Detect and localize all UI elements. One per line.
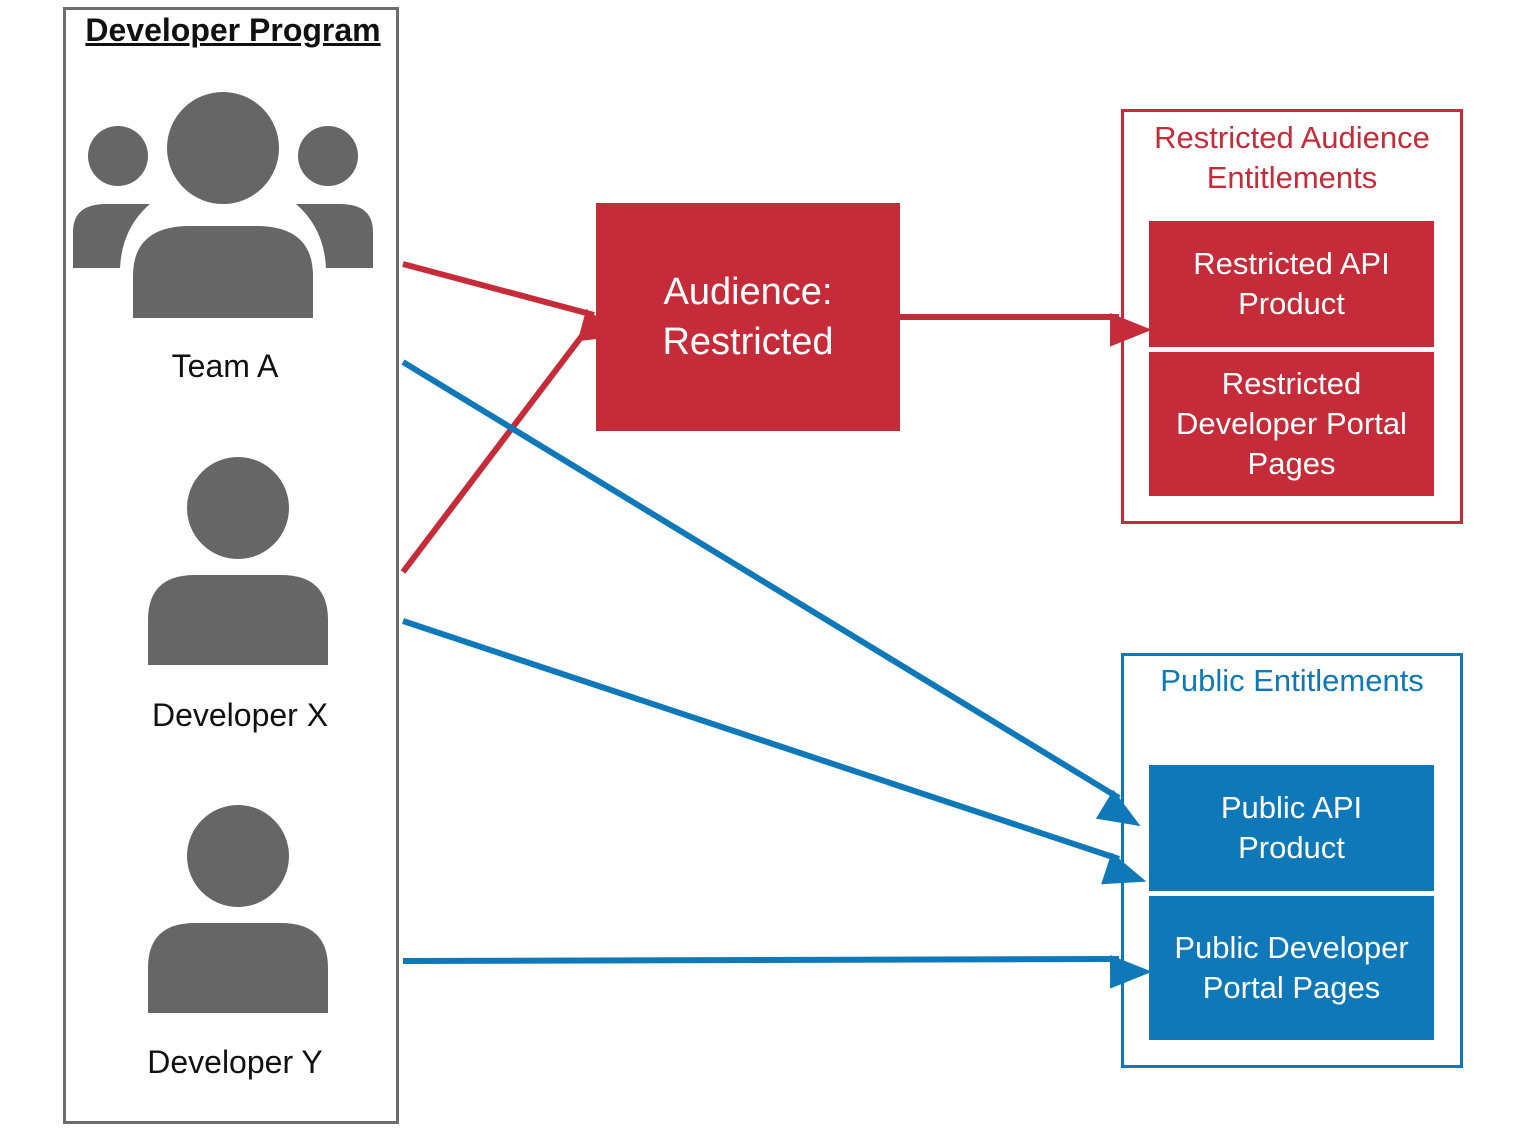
public-entitlements-title: Public Entitlements [1160,663,1424,698]
arrow-devy-to-public [402,955,1153,989]
public-api-line2: Product [1238,830,1345,865]
audience-restricted-box: Audience: Restricted [596,203,900,431]
restricted-entitlements-group [1121,109,1463,524]
audience-line2: Restricted [662,321,834,363]
public-pages-line2: Portal Pages [1202,970,1381,1005]
restricted-api-line1: Restricted API [1193,246,1390,281]
restricted-portal-pages: Restricted Developer Portal Pages [1149,352,1434,496]
restricted-pages-line3: Pages [1247,446,1336,481]
arrow-team-to-audience [402,261,623,342]
restricted-pages-line1: Restricted [1221,366,1362,401]
public-entitlements-group [1121,653,1463,1068]
public-pages-line1: Public Developer [1174,930,1409,965]
arrow-devx-to-public [402,618,1147,885]
arrow-team-to-public [401,359,1141,827]
restricted-title-line1: Restricted Audience [1154,120,1430,155]
developer-x-label: Developer X [151,697,329,733]
restricted-api-product: Restricted API Product [1149,221,1434,347]
restricted-entitlements-title: Restricted Audience Entitlements [1121,118,1463,198]
developer-y-label: Developer Y [147,1044,323,1080]
developer-program-box [63,7,399,1124]
public-portal-pages: Public Developer Portal Pages [1149,896,1434,1040]
person-icon [148,457,328,665]
developer-program-title: Developer Program [85,12,381,48]
group-icon [73,84,373,322]
team-a-label: Team A [171,348,279,384]
public-api-product: Public API Product [1149,765,1434,891]
restricted-api-line2: Product [1238,286,1345,321]
person-icon [148,805,328,1013]
audience-line1: Audience: [663,271,833,313]
arrow-devx-to-audience [400,301,625,574]
restricted-pages-line2: Developer Portal [1176,406,1407,441]
restricted-title-line2: Entitlements [1206,160,1378,195]
public-api-line1: Public API [1220,790,1363,825]
